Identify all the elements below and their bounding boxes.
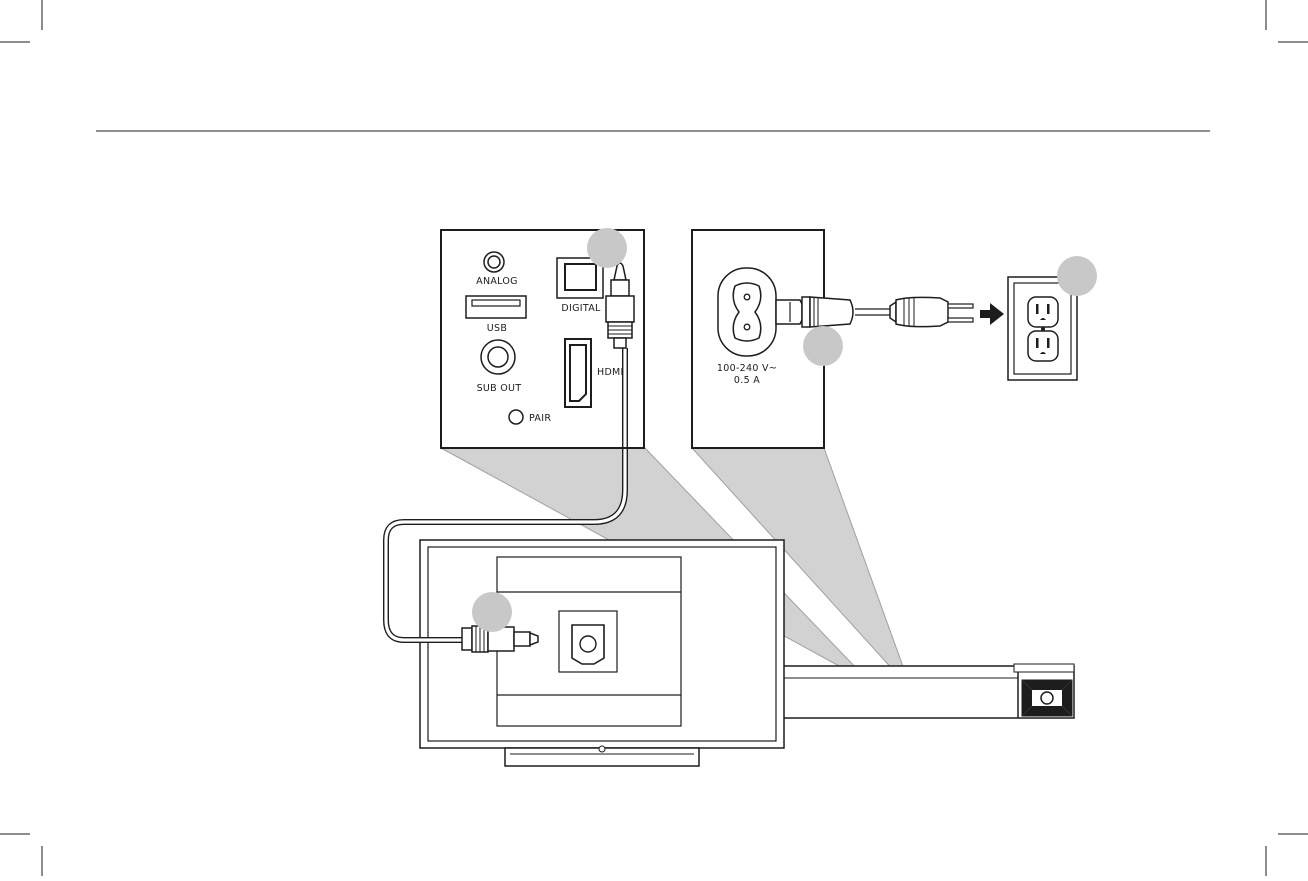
pair-button (509, 410, 523, 424)
optical-plug-soundbar (606, 263, 634, 348)
callout-marker (1057, 256, 1097, 296)
soundbar-logo-icon (1041, 692, 1053, 704)
television (420, 540, 784, 766)
usb-label: USB (487, 323, 507, 334)
panel-power: 100-240 V~ 0.5 A (692, 230, 824, 448)
power-cord (776, 297, 973, 327)
analog-label: ANALOG (476, 276, 518, 287)
soundbar (772, 664, 1074, 718)
sub-out-label: SUB OUT (477, 383, 522, 394)
hdmi-label: HDMI (597, 367, 624, 378)
voltage-label: 100-240 V~ (717, 363, 777, 374)
usb-port (466, 296, 526, 318)
callout-marker (587, 228, 627, 268)
callout-marker (472, 592, 512, 632)
current-label: 0.5 A (734, 375, 760, 386)
pair-label: PAIR (529, 413, 551, 424)
insert-arrow-icon (980, 303, 1004, 325)
digital-label: DIGITAL (561, 303, 601, 314)
callout-marker (803, 326, 843, 366)
